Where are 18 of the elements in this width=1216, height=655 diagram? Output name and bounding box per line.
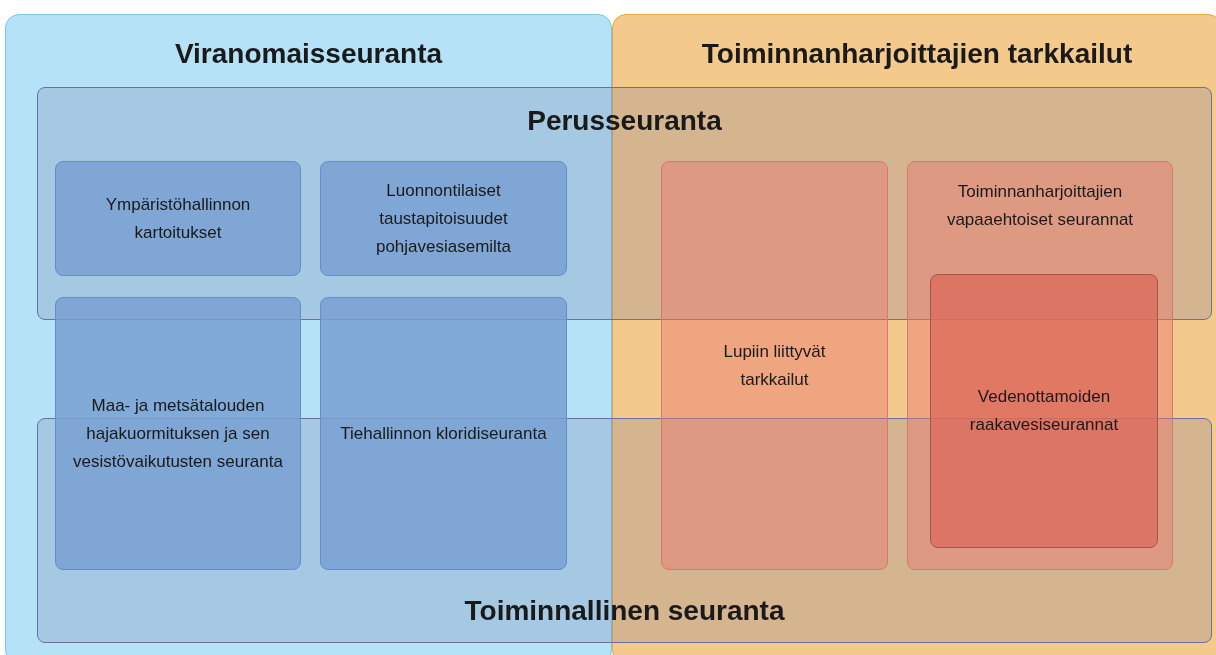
box-label: Toiminnanharjoittajien vapaaehtoiset seurannat — [945, 181, 1135, 231]
process-box — [930, 274, 1158, 548]
box-label: Luonnontilaiset taustapitoisuudet pohjavesiasemilta — [374, 179, 513, 258]
process-box — [907, 161, 1173, 570]
box-label: Tiehallinnon kloridiseuranta — [340, 422, 547, 445]
region-title: Toiminnanharjoittajien tarkkailut — [701, 37, 1133, 71]
region-title: Viranomaisseuranta — [174, 37, 443, 71]
category-band — [37, 418, 1212, 643]
process-box — [320, 161, 567, 276]
box-label: Ympäristöhallinnon kartoitukset — [104, 193, 252, 244]
process-box — [661, 161, 888, 570]
box-label: Maa- ja metsätalouden hajakuormituksen ja sen vesistövaikutusten seuranta — [72, 394, 284, 473]
region-title: Perusseuranta — [527, 104, 722, 138]
box-label: Lupiin liittyvät tarkkailut — [722, 340, 827, 391]
process-box — [320, 297, 567, 570]
box-label: Vedenottamoiden raakavesiseurannat — [968, 386, 1120, 436]
process-box — [55, 297, 301, 570]
process-box — [55, 161, 301, 276]
